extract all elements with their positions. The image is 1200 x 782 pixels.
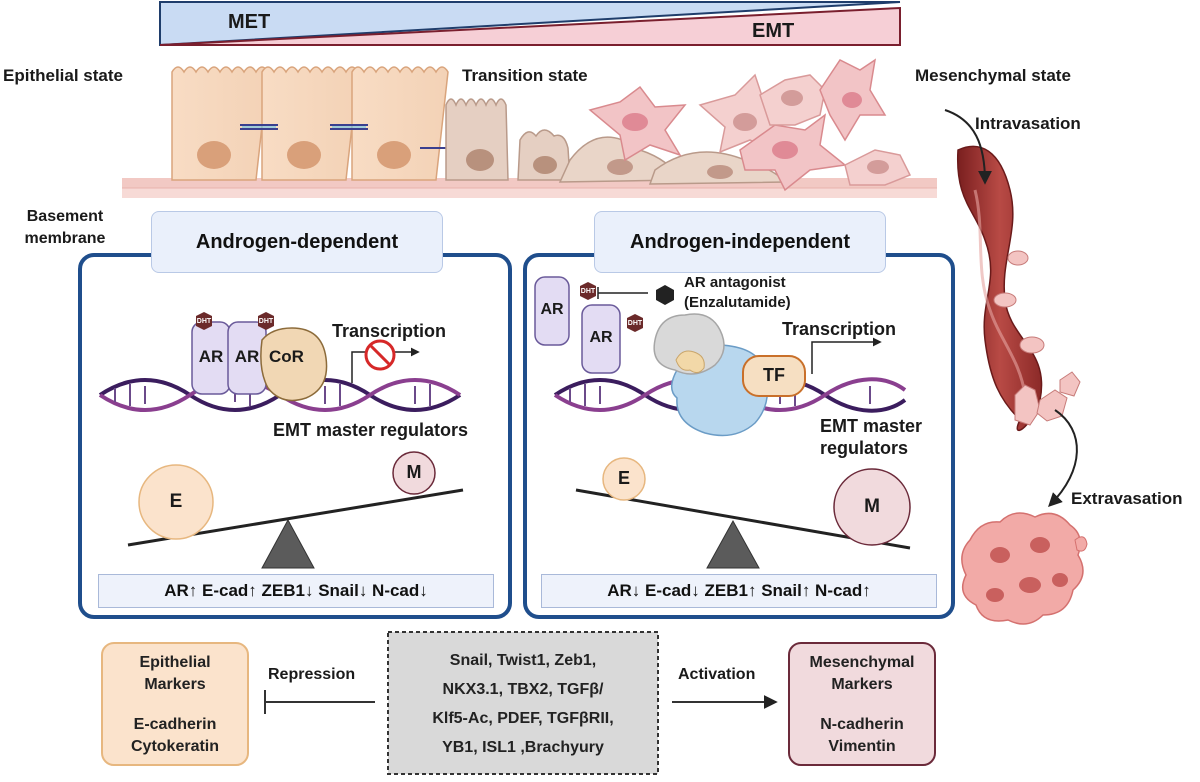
corepressor-shape: [260, 327, 328, 402]
dht-hexagon-3: [580, 282, 596, 300]
basement-membrane: [122, 178, 937, 198]
cofactor-shape: [675, 350, 705, 374]
right-transcription-label: Transcription: [782, 319, 897, 339]
right-m-circle: [833, 468, 911, 546]
mesenchymal-markers-text: Mesenchymal Markers N-cadherin Vimentin: [809, 654, 915, 755]
left-transcription-label: Transcription: [332, 321, 447, 341]
ar-receptor-blocked: [581, 304, 621, 374]
left-ar-2-label: AR: [234, 347, 260, 366]
repression-label: Repression: [268, 666, 356, 683]
no-transcription-icon: [364, 339, 396, 371]
dht-hexagon-4: [627, 314, 643, 332]
right-e-circle: [602, 457, 646, 501]
androgen-dependent-header: Androgen-dependent: [151, 211, 443, 273]
left-m-label: M: [406, 462, 422, 482]
epithelial-state-label: Epithelial state: [3, 66, 123, 85]
right-e-label: E: [617, 468, 630, 488]
antagonist-hexagon: [656, 285, 674, 305]
right-dht-1-label: DHT: [580, 288, 596, 295]
left-m-circle: [392, 451, 436, 495]
right-ar-1-label: AR: [540, 301, 564, 318]
cor-label: CoR: [269, 347, 304, 366]
left-dht-1-label: DHT: [196, 318, 212, 325]
left-ar-1-label: AR: [198, 347, 224, 366]
met-wedge: [159, 1, 901, 47]
right-fulcrum: [706, 519, 760, 569]
epithelial-cell: [351, 66, 449, 181]
left-fulcrum: [261, 518, 315, 569]
right-transcription-arrow: [811, 337, 882, 374]
left-e-label: E: [169, 491, 183, 512]
mesenchymal-markers-box: [788, 642, 936, 766]
right-marker-bar: AR↓ E-cad↓ ZEB1↑ Snail↑ N-cad↑: [541, 574, 937, 608]
factors-text: Snail, Twist1, Zeb1, NKX3.1, TBX2, TGFβ/…: [432, 652, 614, 756]
epithelial-cells: [171, 66, 462, 181]
left-marker-bar: AR↑ E-cad↑ ZEB1↓ Snail↓ N-cad↓: [98, 574, 494, 608]
inhibition-line: [597, 287, 648, 299]
dht-hexagon-2: [258, 312, 274, 330]
left-e-circle: [138, 464, 214, 540]
mesenchymal-cells: [588, 58, 912, 192]
intravasation-arrow: [944, 109, 992, 185]
basement-membrane-label: Basement membrane: [24, 208, 106, 247]
tf-label: TF: [763, 365, 785, 385]
mesenchymal-state-label: Mesenchymal state: [915, 66, 1071, 85]
met-label: MET: [228, 11, 271, 33]
right-ar-2-label: AR: [589, 329, 613, 346]
met-emt-gradient: [159, 1, 901, 47]
left-transcription-arrow: [351, 347, 420, 383]
tf-shape: [742, 355, 806, 397]
epithelial-markers-text: Epithelial Markers E-cadherin Cytokerati…: [130, 654, 220, 755]
epithelial-markers-box: [101, 642, 249, 766]
androgen-independent-header: Androgen-independent: [594, 211, 886, 273]
extravasation-arrow: [1048, 409, 1078, 507]
factors-box: [387, 631, 659, 775]
right-m-label: M: [864, 496, 880, 517]
epithelial-cell: [261, 66, 359, 181]
emt-wedge: [159, 6, 901, 46]
ar-receptor-free: [534, 276, 570, 346]
transition-state-label: Transition state: [462, 66, 588, 85]
blood-vessel: [956, 145, 1081, 432]
epithelial-cell: [171, 66, 269, 181]
coactivator-complex: [653, 313, 725, 375]
dht-hexagon-1: [196, 312, 212, 330]
extravasation-label: Extravasation: [1071, 489, 1183, 508]
transition-cells: [445, 98, 787, 185]
metastatic-cluster: [961, 512, 1088, 625]
intravasation-label: Intravasation: [975, 114, 1081, 133]
emt-label: EMT: [752, 20, 795, 42]
antagonist-label: AR antagonist (Enzalutamide): [684, 274, 791, 311]
activation-label: Activation: [678, 666, 756, 683]
right-regulators-label: EMT master regulators: [820, 416, 923, 458]
left-regulators-label: EMT master regulators: [273, 420, 469, 440]
right-dht-2-label: DHT: [627, 320, 643, 327]
left-dht-2-label: DHT: [258, 318, 274, 325]
